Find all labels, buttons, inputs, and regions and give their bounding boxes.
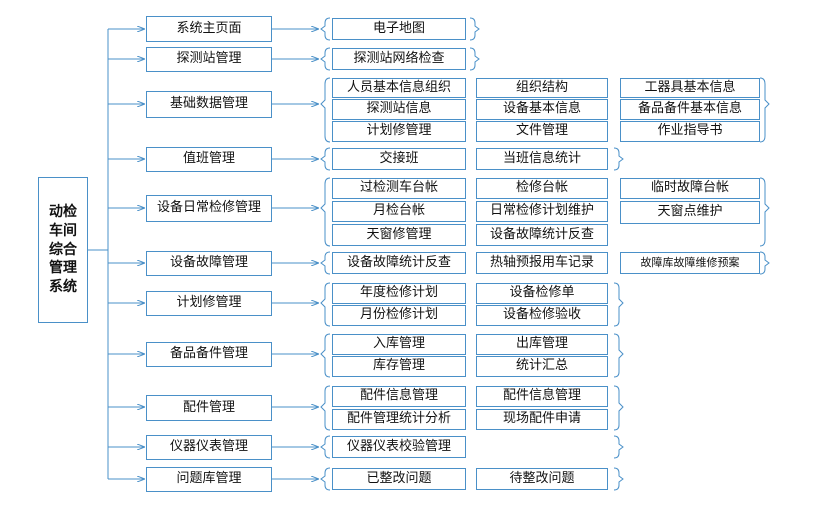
item-repair-order: 设备检修单 [476,283,608,304]
root-line: 系统 [49,279,77,296]
category-fault-management: 设备故障管理 [146,251,272,276]
item-accessory-info-2: 配件信息管理 [476,386,608,407]
item-shift-handover: 交接班 [332,148,466,170]
item-org-structure: 组织结构 [476,78,608,98]
item-skylight-maintenance: 天窗点维护 [620,201,760,224]
item-stock-out: 出库管理 [476,334,608,355]
item-fault-stat-lookup-2: 设备故障统计反查 [332,252,466,274]
item-onsite-request: 现场配件申请 [476,409,608,430]
item-pending-issues: 待整改问题 [476,468,608,490]
item-shift-statistics: 当班信息统计 [476,148,608,170]
item-accessory-stat: 配件管理统计分析 [332,409,466,430]
item-skylight-repair: 天窗修管理 [332,224,466,246]
category-basic-data: 基础数据管理 [146,91,272,118]
item-annual-plan: 年度检修计划 [332,283,466,304]
item-tool-info: 工器具基本信息 [620,78,760,98]
item-repair-ledger: 检修台帐 [476,178,608,199]
item-fault-stat-lookup: 设备故障统计反查 [476,224,608,246]
item-accessory-info: 配件信息管理 [332,386,466,407]
item-monthly-ledger: 月检台帐 [332,201,466,222]
item-equipment-info: 设备基本信息 [476,99,608,120]
category-accessories: 配件管理 [146,395,272,421]
category-home-page: 系统主页面 [146,16,272,42]
item-fault-repair-plan: 故障库故障维修预案 [620,252,760,274]
root-line: 管理 [49,260,77,277]
category-issue-library: 问题库管理 [146,467,272,492]
root-line: 车间 [49,222,77,239]
item-electronic-map: 电子地图 [332,18,466,40]
item-inventory: 库存管理 [332,356,466,377]
item-repair-acceptance: 设备检修验收 [476,305,608,326]
item-station-info: 探测站信息 [332,99,466,120]
item-file-management: 文件管理 [476,121,608,142]
category-instruments: 仪器仪表管理 [146,435,272,460]
item-test-car-ledger: 过检测车台帐 [332,178,466,199]
category-daily-maintenance: 设备日常检修管理 [146,195,272,222]
item-temp-fault-ledger: 临时故障台帐 [620,178,760,199]
item-spare-info: 备品备件基本信息 [620,99,760,120]
category-station-management: 探测站管理 [146,47,272,72]
item-daily-plan-maintenance: 日常检修计划维护 [476,201,608,222]
item-resolved-issues: 已整改问题 [332,468,466,490]
item-monthly-plan: 月份检修计划 [332,305,466,326]
item-stock-in: 入库管理 [332,334,466,355]
item-personnel-info: 人员基本信息组织 [332,78,466,98]
item-hot-axle-record: 热轴预报用车记录 [476,252,608,274]
item-stat-summary: 统计汇总 [476,356,608,377]
item-work-guide: 作业指导书 [620,121,760,142]
root-node: 动检 车间 综合 管理 系统 [38,177,88,323]
category-duty-management: 值班管理 [146,147,272,172]
root-line: 综合 [49,241,77,258]
item-station-network-check: 探测站网络检查 [332,48,466,70]
item-plan-repair: 计划修管理 [332,121,466,142]
item-instrument-calibration: 仪器仪表校验管理 [332,436,466,458]
root-line: 动检 [49,203,77,220]
category-planned-repair: 计划修管理 [146,291,272,316]
category-spare-parts: 备品备件管理 [146,342,272,367]
